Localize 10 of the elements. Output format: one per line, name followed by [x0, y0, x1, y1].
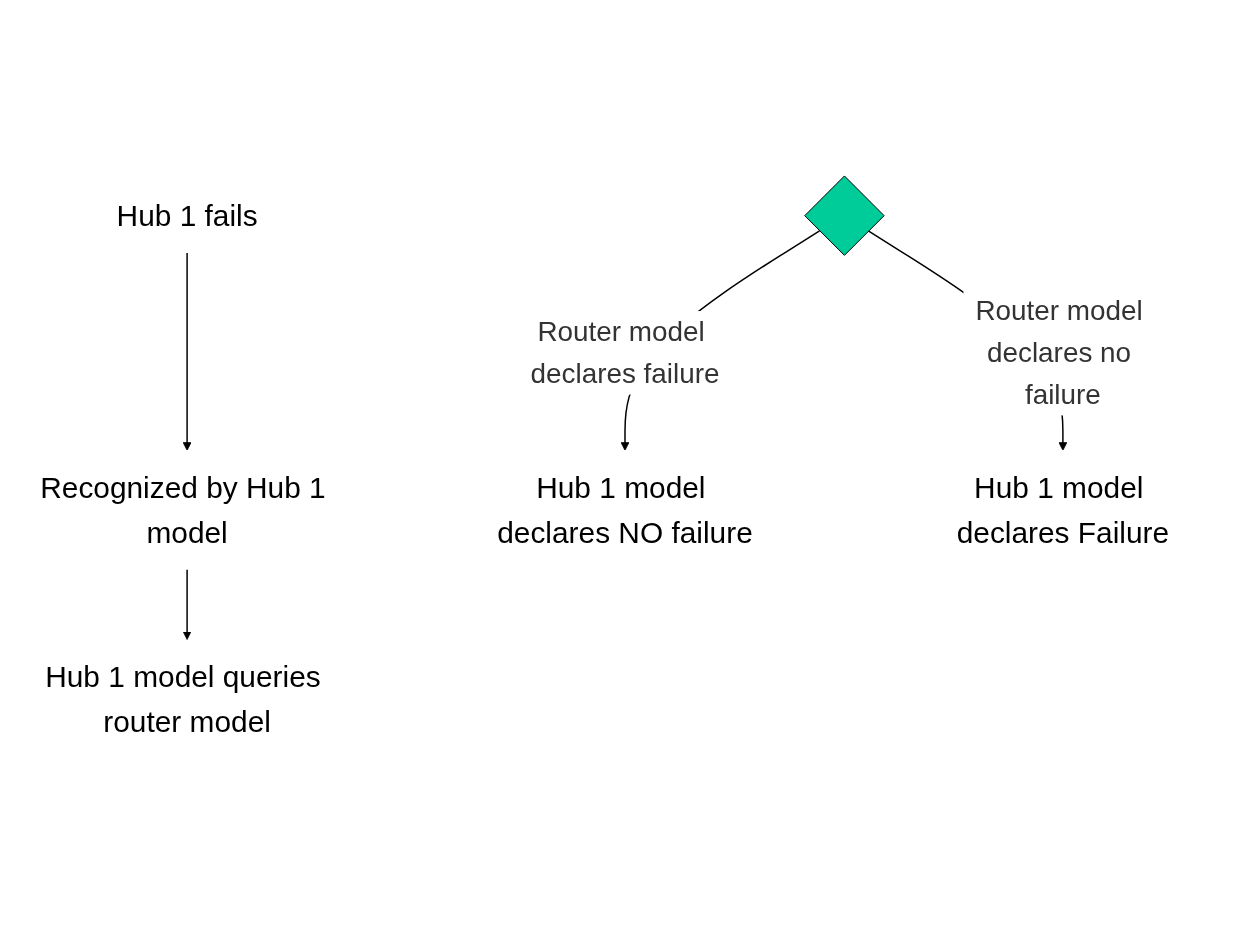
node-diamond — [804, 175, 885, 256]
arrow — [182, 569, 192, 640]
edge-label: Router model declares failure — [530, 316, 720, 389]
node-text: Recognized by Hub 1 model — [40, 471, 326, 549]
node-text: Hub 1 model declares NO failure — [497, 471, 753, 549]
node-text: Hub 1 model queries router model — [45, 660, 321, 739]
edge-label: Router model declares no failure — [975, 295, 1143, 410]
node-text: Hub 1 fails — [116, 199, 258, 233]
arrow — [182, 252, 192, 451]
node-text: Hub 1 model declares Failure — [956, 471, 1170, 549]
